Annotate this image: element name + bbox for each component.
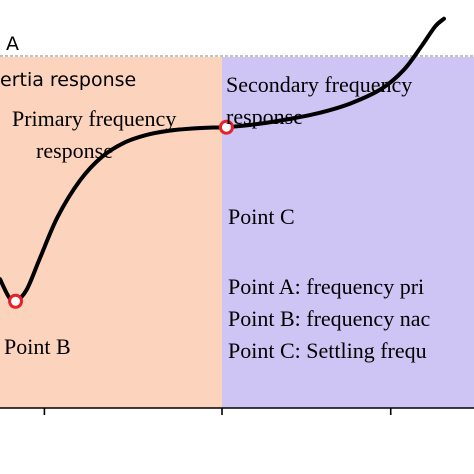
point-b-marker bbox=[8, 293, 24, 309]
point-c-marker bbox=[218, 119, 234, 135]
frequency-curve bbox=[0, 16, 446, 304]
region-secondary bbox=[222, 57, 474, 408]
secondary-response-label-line2: response bbox=[226, 104, 303, 129]
panel-label: A bbox=[6, 33, 19, 55]
primary-response-label-line1: Primary frequency bbox=[12, 106, 176, 131]
legend-point-c: Point C: Settling frequ bbox=[228, 338, 427, 363]
point-markers bbox=[8, 119, 234, 309]
point-c-label: Point C bbox=[228, 204, 295, 229]
primary-response-label-line2: response bbox=[36, 138, 113, 163]
x-axis bbox=[0, 407, 474, 415]
legend-point-a: Point A: frequency pri bbox=[228, 274, 424, 299]
response-regions bbox=[0, 57, 474, 408]
inertia-response-label: ertia response bbox=[0, 69, 136, 91]
secondary-response-label-line1: Secondary frequency bbox=[226, 72, 412, 97]
point-b-label: Point B bbox=[4, 334, 71, 359]
region-primary bbox=[0, 57, 222, 408]
legend-point-b: Point B: frequency nac bbox=[228, 306, 430, 331]
